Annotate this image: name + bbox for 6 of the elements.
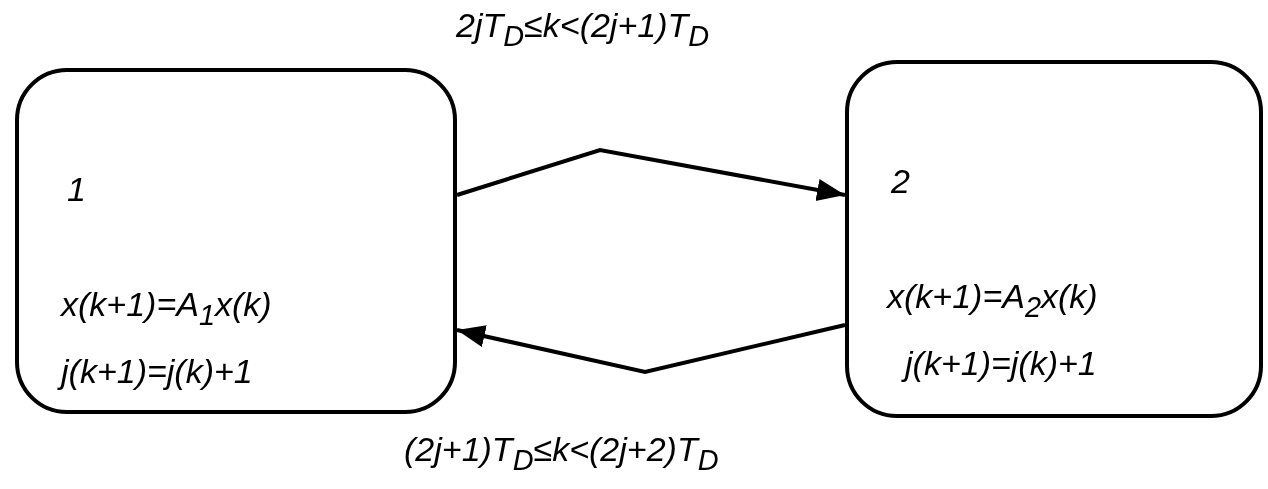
transition-arrow: [456, 323, 846, 375]
state-number: 2: [891, 164, 910, 198]
state-number: 1: [67, 172, 86, 206]
state-box: [15, 68, 457, 414]
transition-arrow: [456, 147, 846, 201]
state-box: [845, 60, 1263, 418]
